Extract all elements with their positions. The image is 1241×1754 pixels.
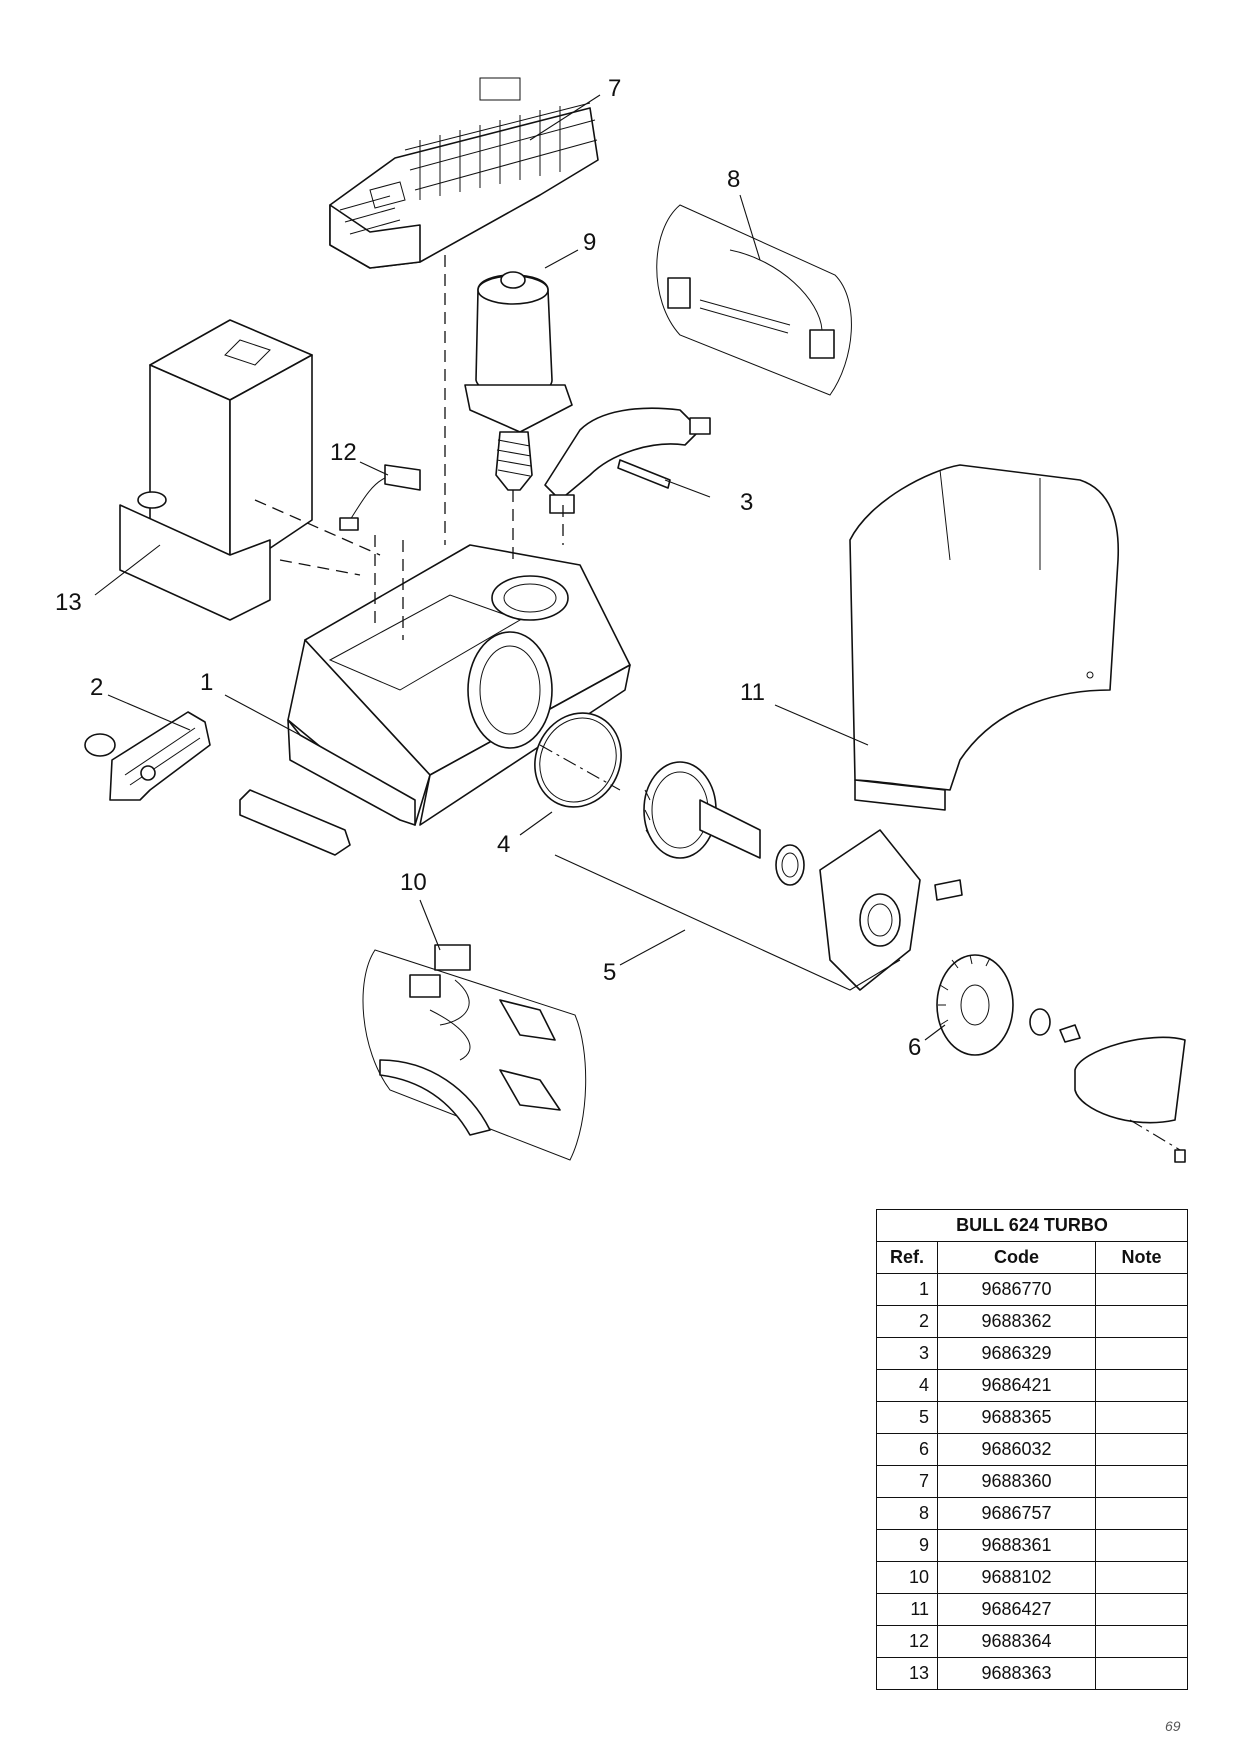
cell-note (1095, 1497, 1188, 1530)
cell-code: 9688365 (937, 1401, 1096, 1434)
cell-ref: 9 (876, 1529, 938, 1562)
cell-note (1095, 1337, 1188, 1370)
cell-note (1095, 1657, 1188, 1690)
part-2-release-lever (84, 711, 211, 801)
cell-ref: 10 (876, 1561, 938, 1594)
label-6: 6 (908, 1034, 921, 1061)
cell-code: 9688102 (937, 1561, 1096, 1594)
label-8: 8 (727, 166, 740, 193)
cell-ref: 6 (876, 1433, 938, 1466)
cell-note (1095, 1529, 1188, 1562)
cell-code: 9688364 (937, 1625, 1096, 1658)
assembly-lines (254, 255, 621, 791)
label-1: 1 (200, 669, 213, 696)
cell-ref: 13 (876, 1657, 938, 1690)
part-7-control-board (329, 77, 599, 269)
cell-note (1095, 1561, 1188, 1594)
label-2: 2 (90, 674, 103, 701)
cell-note (1095, 1273, 1188, 1306)
cell-code: 9688361 (937, 1529, 1096, 1562)
cell-code: 9686032 (937, 1433, 1096, 1466)
cell-code: 9686421 (937, 1369, 1096, 1402)
cell-code: 9688362 (937, 1305, 1096, 1338)
header-note: Note (1095, 1241, 1188, 1274)
part-4-o-ring (534, 712, 622, 808)
part-13-housing-bracket (119, 319, 313, 621)
part-3-switch-support (544, 407, 711, 514)
cell-ref: 2 (876, 1305, 938, 1338)
part-9-motor (464, 271, 573, 491)
part-6-pinion (936, 954, 1186, 1163)
label-11: 11 (740, 679, 765, 706)
part-5-gear-assembly (554, 761, 963, 991)
cell-code: 9686770 (937, 1273, 1096, 1306)
header-ref: Ref. (876, 1241, 938, 1274)
cell-code: 9688363 (937, 1657, 1096, 1690)
exploded-parts-diagram: 7 8 9 12 3 13 2 1 11 4 10 5 6 (55, 75, 1186, 1163)
label-7: 7 (608, 75, 621, 102)
cell-note (1095, 1593, 1188, 1626)
part-handle-bar (239, 789, 351, 856)
part-8-switch-detail (656, 204, 852, 396)
cell-note (1095, 1369, 1188, 1402)
cell-ref: 12 (876, 1625, 938, 1658)
label-3: 3 (740, 489, 753, 516)
cell-note (1095, 1305, 1188, 1338)
header-code: Code (937, 1241, 1096, 1274)
label-4: 4 (497, 831, 510, 858)
cell-note (1095, 1625, 1188, 1658)
cell-ref: 11 (876, 1593, 938, 1626)
label-10: 10 (400, 869, 427, 896)
part-11-cover (849, 464, 1120, 811)
cell-ref: 3 (876, 1337, 938, 1370)
cell-note (1095, 1465, 1188, 1498)
cell-ref: 7 (876, 1465, 938, 1498)
leader-lines (94, 94, 946, 1041)
label-13: 13 (55, 589, 82, 616)
label-12: 12 (330, 439, 357, 466)
label-9: 9 (583, 229, 596, 256)
cell-ref: 4 (876, 1369, 938, 1402)
cell-note (1095, 1433, 1188, 1466)
part-12-connector (339, 464, 421, 531)
table-title: BULL 624 TURBO (876, 1209, 1188, 1242)
cell-ref: 5 (876, 1401, 938, 1434)
cell-code: 9688360 (937, 1465, 1096, 1498)
part-1-gearbox-base (287, 544, 631, 826)
cell-code: 9686757 (937, 1497, 1096, 1530)
reference-labels: 7 8 9 12 3 13 2 1 11 4 10 5 6 (55, 75, 921, 1061)
cell-code: 9686329 (937, 1337, 1096, 1370)
label-5: 5 (603, 959, 616, 986)
cell-ref: 8 (876, 1497, 938, 1530)
cell-note (1095, 1401, 1188, 1434)
part-10-microswitch-detail (362, 944, 587, 1161)
page-number: 69 (1165, 1718, 1181, 1734)
cell-code: 9686427 (937, 1593, 1096, 1626)
cell-ref: 1 (876, 1273, 938, 1306)
